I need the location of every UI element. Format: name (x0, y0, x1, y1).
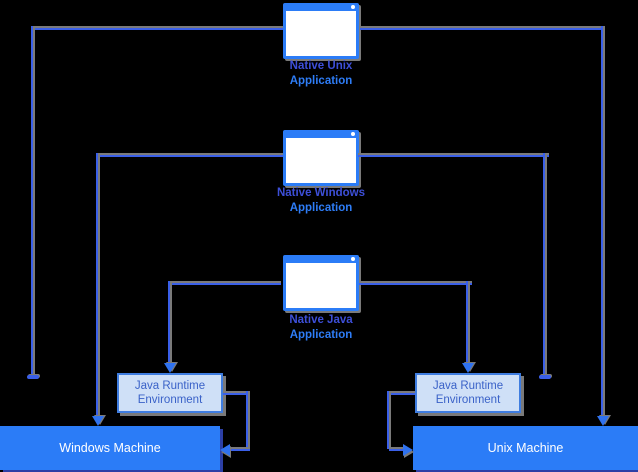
connector-jre-left-out-h (223, 391, 250, 395)
native-unix-app-label: Native Unix Application (251, 59, 391, 89)
window-body (286, 138, 356, 183)
connector-windowsapp-to-windowsmachine-h (96, 153, 283, 157)
connector-jre-left-down-v (246, 391, 250, 449)
window-body (286, 11, 356, 56)
jre-right-label-line2: Environment (435, 394, 501, 406)
connector-windowsapp-to-unixmachine-h (358, 153, 549, 157)
connector-jre-right-in-h (389, 447, 405, 451)
connector-unixapp-to-unixmachine-h (360, 26, 605, 30)
native-windows-app-label-line2: Application (289, 202, 353, 214)
connector-javaapp-to-jre-left-v (168, 281, 172, 363)
arrowhead-left-into-windows-machine (220, 444, 230, 456)
native-java-app-label-line1: Native Java (289, 314, 353, 326)
native-unix-app-window (283, 3, 359, 59)
connector-jre-right-out-h (387, 391, 415, 395)
connector-unixapp-to-windowsmachine-h (31, 26, 283, 30)
unix-machine-label: Unix Machine (487, 441, 564, 455)
windows-machine-label: Windows Machine (59, 441, 161, 455)
window-body (286, 263, 356, 308)
connector-windowsapp-to-unixmachine-v (543, 153, 547, 375)
native-windows-app-window (283, 130, 359, 186)
native-windows-app-label-line1: Native Windows (276, 187, 366, 199)
arrowhead-down-into-jre-left (164, 363, 176, 373)
blocked-end-cap-right (539, 375, 551, 379)
blocked-end-cap-left (27, 375, 39, 379)
connector-javaapp-to-jre-left-h (168, 281, 281, 285)
connector-javaapp-to-jre-right-v (466, 281, 470, 363)
connector-javaapp-to-jre-right-h (359, 281, 472, 285)
jre-left-label-line1: Java Runtime (134, 380, 206, 392)
window-dot-icon (351, 257, 355, 261)
arrowhead-down-into-windows-machine (92, 416, 104, 426)
windows-machine-box: Windows Machine (0, 426, 220, 470)
jre-right-box: Java Runtime Environment (415, 373, 521, 413)
connector-jre-left-in-h (228, 447, 250, 451)
native-unix-app-label-line2: Application (289, 75, 353, 87)
native-java-app-window (283, 255, 359, 311)
native-windows-app-label: Native Windows Application (251, 186, 391, 216)
native-java-app-label: Native Java Application (251, 313, 391, 343)
arrowhead-down-into-jre-right (462, 363, 474, 373)
unix-machine-box: Unix Machine (413, 426, 638, 470)
connector-unixapp-to-windowsmachine-v (31, 26, 35, 375)
connector-unixapp-to-unixmachine-v (601, 26, 605, 416)
arrowhead-right-into-unix-machine (403, 444, 413, 456)
native-java-app-label-line2: Application (289, 329, 353, 341)
jre-right-label-line1: Java Runtime (432, 380, 504, 392)
native-unix-app-label-line1: Native Unix (289, 60, 353, 72)
jre-left-label-line2: Environment (137, 394, 203, 406)
window-dot-icon (351, 5, 355, 9)
jre-left-box: Java Runtime Environment (117, 373, 223, 413)
window-dot-icon (351, 132, 355, 136)
connector-jre-right-down-v (387, 391, 391, 449)
arrowhead-down-into-unix-machine (597, 416, 609, 426)
connector-windowsapp-to-windowsmachine-v (96, 153, 100, 416)
